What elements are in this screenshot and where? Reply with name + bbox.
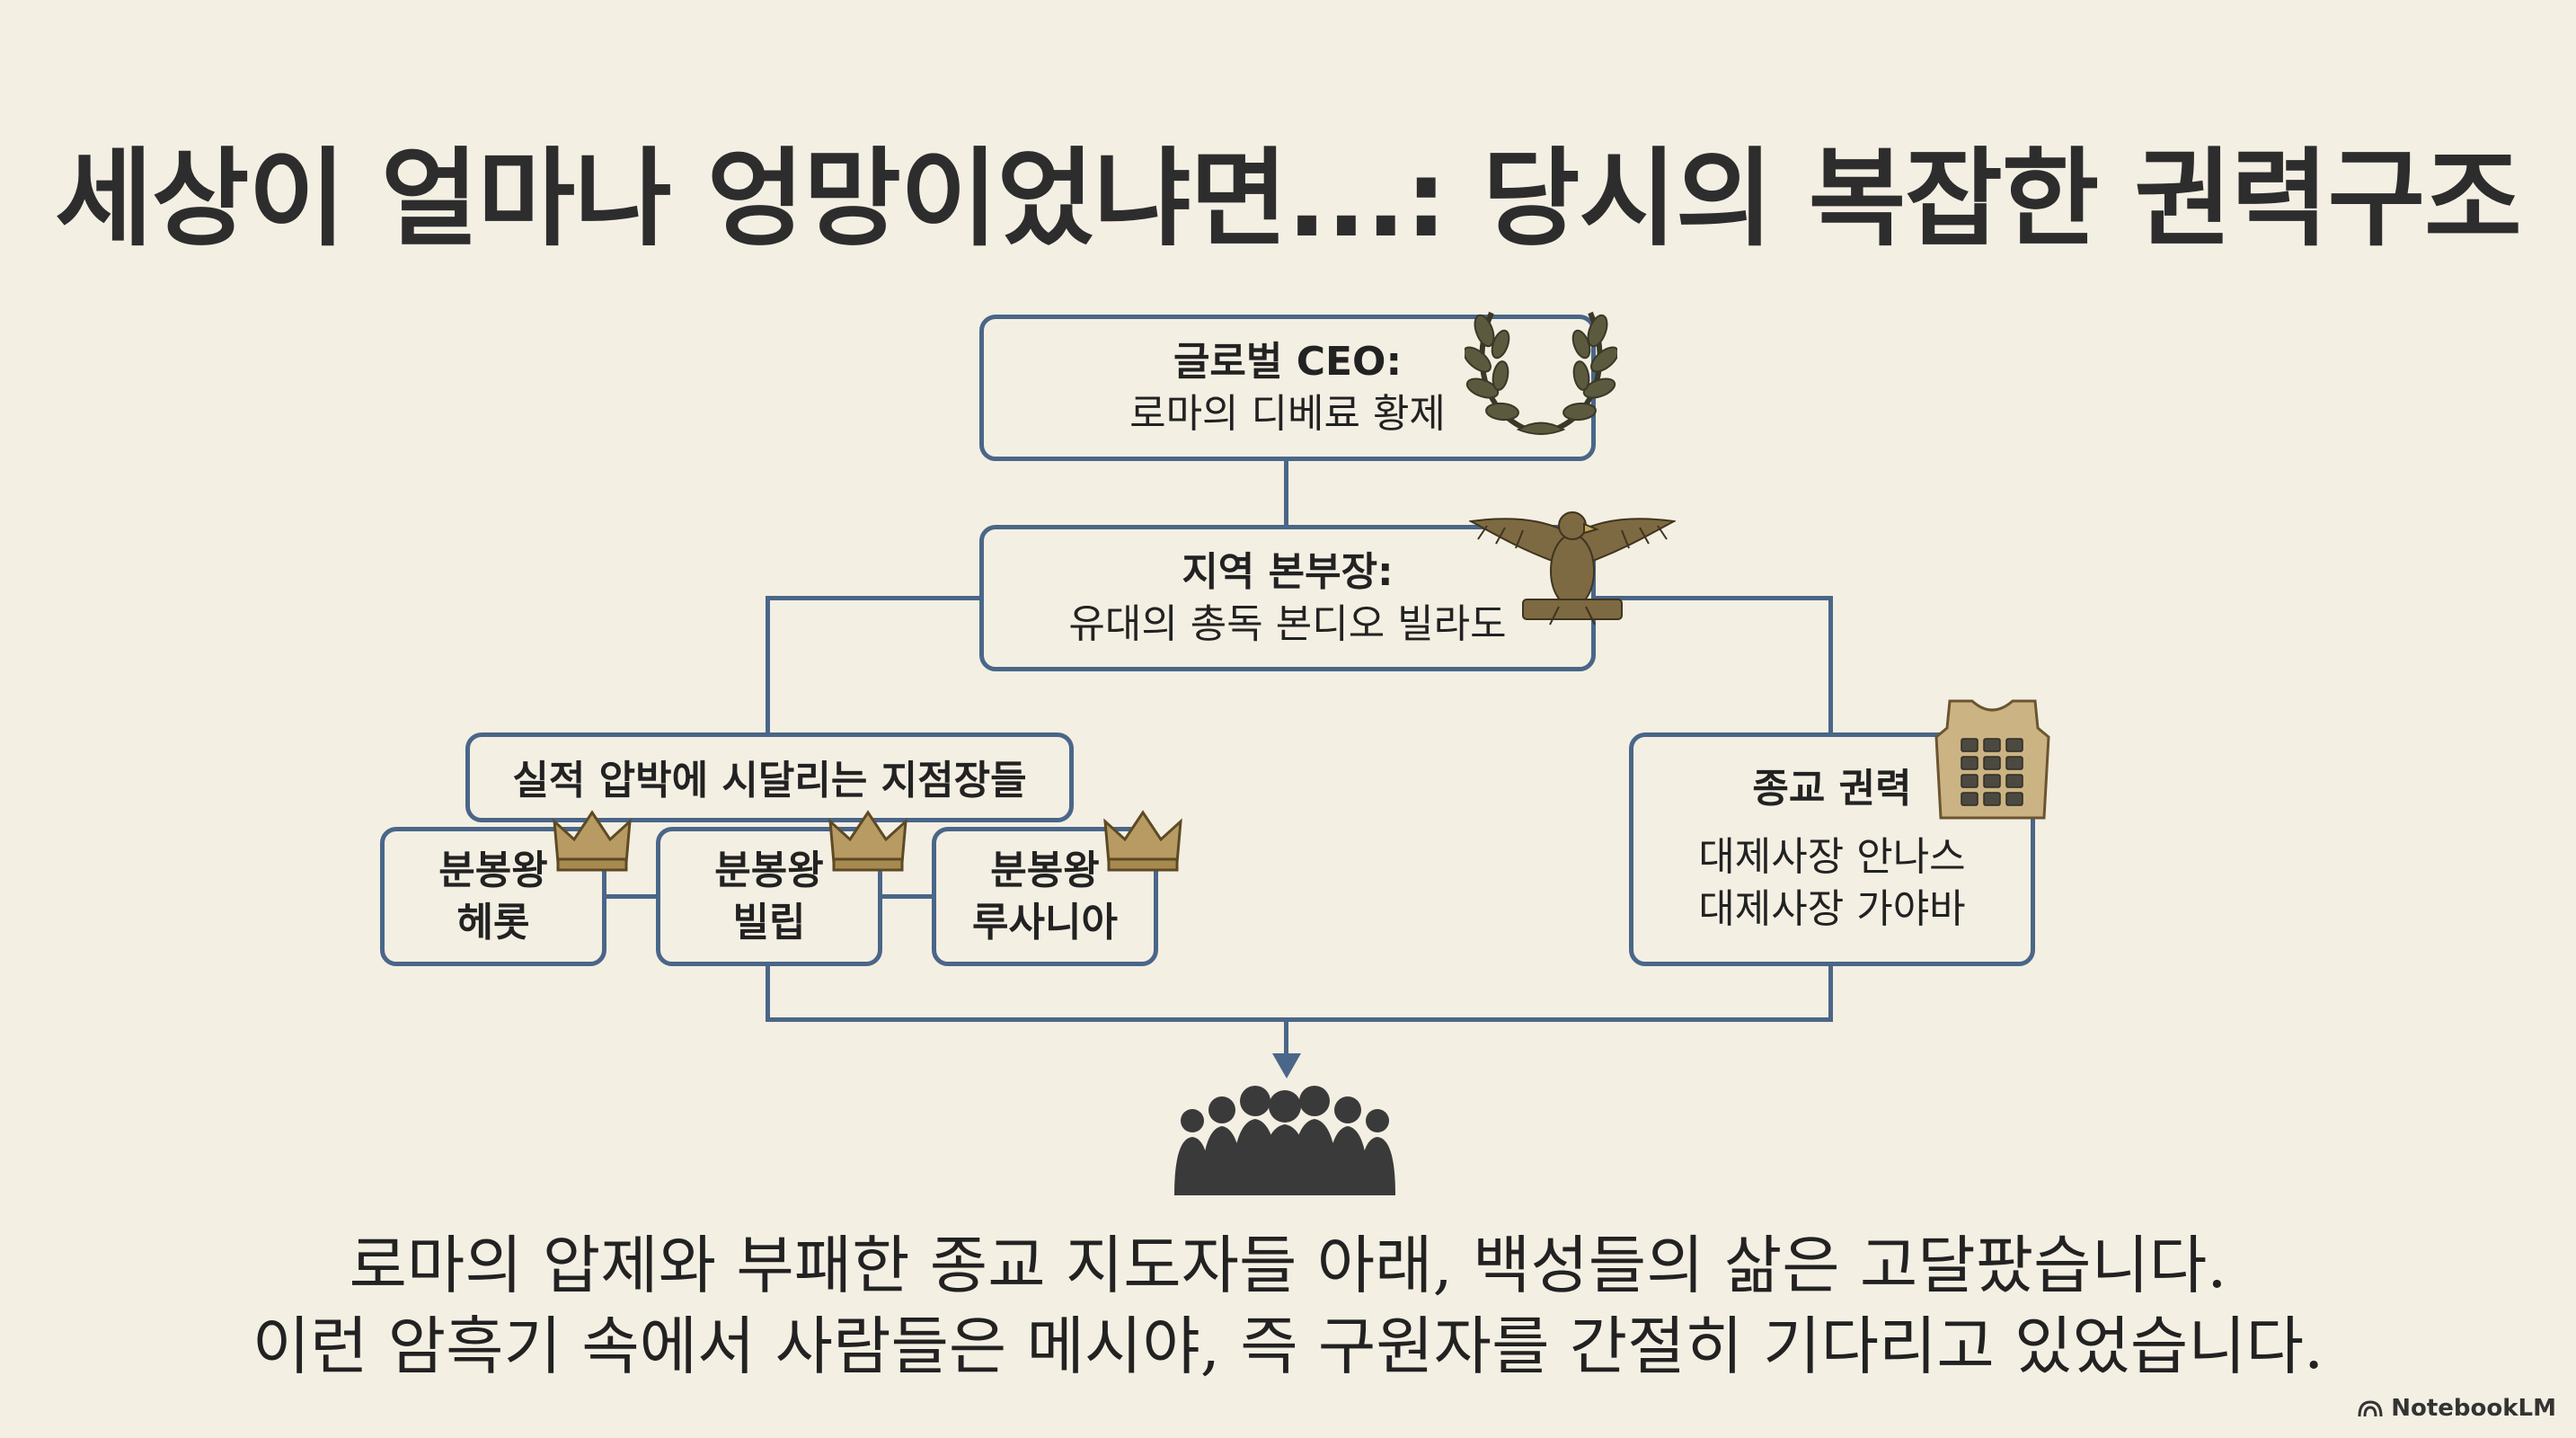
ceo-name: 로마의 디베료 황제 <box>1129 390 1446 437</box>
breastplate-icon <box>1934 699 2050 820</box>
connector-to-people <box>1284 1017 1288 1055</box>
arrow-down-icon <box>1272 1053 1301 1078</box>
connector-bottom-horizontal <box>766 1017 1833 1022</box>
connector-ceo-regional <box>1284 460 1288 527</box>
herod-box: 분봉왕 헤롯 <box>380 827 606 966</box>
notebooklm-brand: NotebookLM <box>2357 1395 2556 1422</box>
connector-herod-philip <box>605 894 657 899</box>
regional-box: 지역 본부장: 유대의 총독 본디오 빌라도 <box>979 525 1596 671</box>
footer-line-2: 이런 암흑기 속에서 사람들은 메시야, 즉 구원자를 간절히 기다리고 있었습… <box>252 1309 2324 1383</box>
connector-left-vertical <box>766 596 770 735</box>
brand-label: NotebookLM <box>2391 1395 2556 1422</box>
connector-bottom-right-vertical <box>1828 966 1833 1022</box>
religious-caiaphas: 대제사장 가야바 <box>1698 886 1966 932</box>
lysanias-name: 루사니아 <box>972 899 1118 945</box>
philip-box: 분봉왕 빌립 <box>656 827 882 966</box>
connector-left-horizontal <box>766 596 981 600</box>
regional-title: 지역 본부장: <box>1182 548 1394 595</box>
religious-title: 종교 권력 <box>1752 766 1912 812</box>
connector-right-vertical <box>1828 596 1833 735</box>
footer-line-1: 로마의 압제와 부패한 종교 지도자들 아래, 백성들의 삶은 고달팠습니다. <box>349 1229 2227 1302</box>
branch-group-label: 실적 압박에 시달리는 지점장들 <box>512 758 1027 803</box>
lysanias-title: 분봉왕 <box>990 847 1100 893</box>
philip-name: 빌립 <box>732 899 806 945</box>
crowd-icon <box>1174 1086 1395 1195</box>
connector-right-horizontal <box>1590 596 1833 600</box>
crown-icon <box>828 810 907 872</box>
regional-name: 유대의 총독 본디오 빌라도 <box>1068 600 1507 647</box>
notebooklm-logo-icon <box>2358 1400 2383 1417</box>
ceo-title: 글로벌 CEO: <box>1173 338 1403 385</box>
philip-title: 분봉왕 <box>714 847 824 893</box>
connector-bottom-left-vertical <box>766 966 770 1022</box>
herod-name: 헤롯 <box>456 899 530 945</box>
page-title: 세상이 얼마나 엉망이었냐면...: 당시의 복잡한 권력구조 <box>55 137 2521 261</box>
religious-annas: 대제사장 안나스 <box>1698 834 1966 880</box>
roman-eagle-icon <box>1469 511 1676 626</box>
connector-philip-lysanias <box>881 894 933 899</box>
branch-group-box: 실적 압박에 시달리는 지점장들 <box>465 732 1074 822</box>
herod-title: 분봉왕 <box>438 847 548 893</box>
crown-icon <box>1103 810 1182 872</box>
laurel-wreath-icon <box>1465 311 1617 435</box>
crown-icon <box>553 810 632 872</box>
